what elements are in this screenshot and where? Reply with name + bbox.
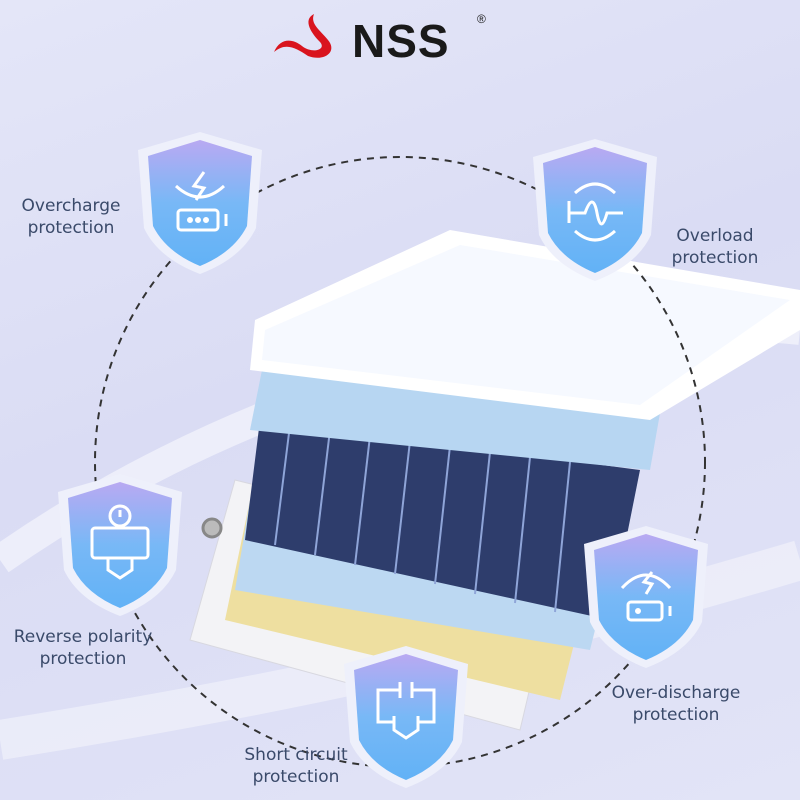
label-line: protection — [671, 248, 759, 268]
overcharge-shield — [132, 128, 268, 278]
registered-mark: ® — [477, 12, 486, 26]
reverse-polarity-label: Reverse polarity protection — [14, 626, 153, 670]
logo-swoosh-icon — [274, 14, 332, 58]
label-line: Overload — [676, 226, 754, 246]
short-circuit-shield — [338, 642, 474, 792]
label-line: protection — [632, 705, 720, 725]
label-line: protection — [27, 218, 115, 238]
reverse-polarity-icon — [90, 504, 150, 580]
nss-logo: NSS ® — [272, 12, 497, 67]
over-discharge-icon — [620, 571, 672, 622]
solar-panel-illustration — [189, 230, 800, 731]
over-discharge-shield — [578, 522, 714, 672]
short-circuit-icon — [376, 682, 436, 740]
dashed-circle — [94, 156, 706, 768]
logo-text: NSS — [352, 15, 450, 67]
reverse-polarity-shield — [52, 470, 188, 620]
short-circuit-label: Short circuit protection — [244, 744, 347, 788]
overload-shield — [527, 135, 663, 285]
label-line: protection — [252, 767, 340, 787]
overload-icon — [567, 182, 623, 242]
label-line: Short circuit — [244, 745, 348, 765]
over-discharge-label: Over-discharge protection — [612, 682, 741, 726]
overcharge-label: Overcharge protection — [22, 195, 121, 239]
label-line: protection — [39, 649, 127, 669]
overload-label: Overload protection — [672, 225, 759, 269]
label-line: Overcharge — [21, 196, 121, 216]
overcharge-icon — [174, 171, 228, 232]
label-line: Over-discharge — [611, 683, 741, 703]
label-line: Reverse polarity — [13, 627, 153, 647]
